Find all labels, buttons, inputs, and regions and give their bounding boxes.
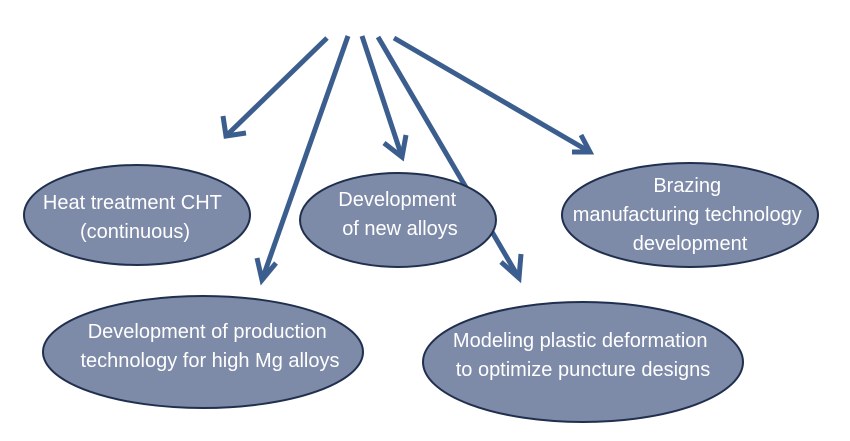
label-line: Development of production bbox=[88, 321, 327, 343]
arrow-to-brazing bbox=[392, 35, 592, 155]
node-new-alloys bbox=[299, 172, 497, 268]
arrow-to-new-alloys bbox=[359, 35, 405, 158]
label-brazing: Brazing manufacturing technology develop… bbox=[573, 175, 808, 255]
label-production-tech: Development of production technology for… bbox=[80, 321, 339, 372]
arrow-to-modeling bbox=[375, 35, 522, 280]
label-line: technology for high Mg alloys bbox=[80, 350, 339, 372]
label-new-alloys: Development of new alloys bbox=[338, 189, 461, 240]
arrow-to-production-tech bbox=[259, 35, 351, 281]
label-line: manufacturing technology bbox=[573, 204, 802, 226]
label-line: Brazing bbox=[653, 175, 721, 197]
node-brazing bbox=[561, 162, 819, 268]
arrow-head-brazing bbox=[572, 133, 595, 155]
arrow-to-heat-treatment bbox=[224, 36, 329, 138]
label-modeling: Modeling plastic deformation to optimize… bbox=[453, 330, 713, 381]
label-line: development bbox=[633, 233, 748, 255]
arrow-head-production-tech bbox=[254, 257, 278, 286]
arrow-head-new-alloys bbox=[382, 134, 409, 162]
label-line: Heat treatment CHT bbox=[43, 192, 222, 214]
arrows-front bbox=[359, 35, 595, 162]
node-modeling bbox=[422, 301, 744, 423]
node-production-tech bbox=[42, 295, 364, 409]
node-heat-treatment bbox=[23, 164, 251, 266]
arrow-head-modeling bbox=[499, 253, 524, 284]
arrows bbox=[220, 35, 524, 286]
label-line: Modeling plastic deformation bbox=[453, 330, 708, 352]
label-heat-treatment: Heat treatment CHT (continuous) bbox=[43, 192, 227, 243]
label-line: of new alloys bbox=[342, 218, 458, 240]
label-line: Development bbox=[338, 189, 456, 211]
label-line: (continuous) bbox=[80, 221, 190, 243]
arrow-head-heat-treatment bbox=[220, 115, 247, 139]
label-line: to optimize puncture designs bbox=[456, 359, 711, 381]
